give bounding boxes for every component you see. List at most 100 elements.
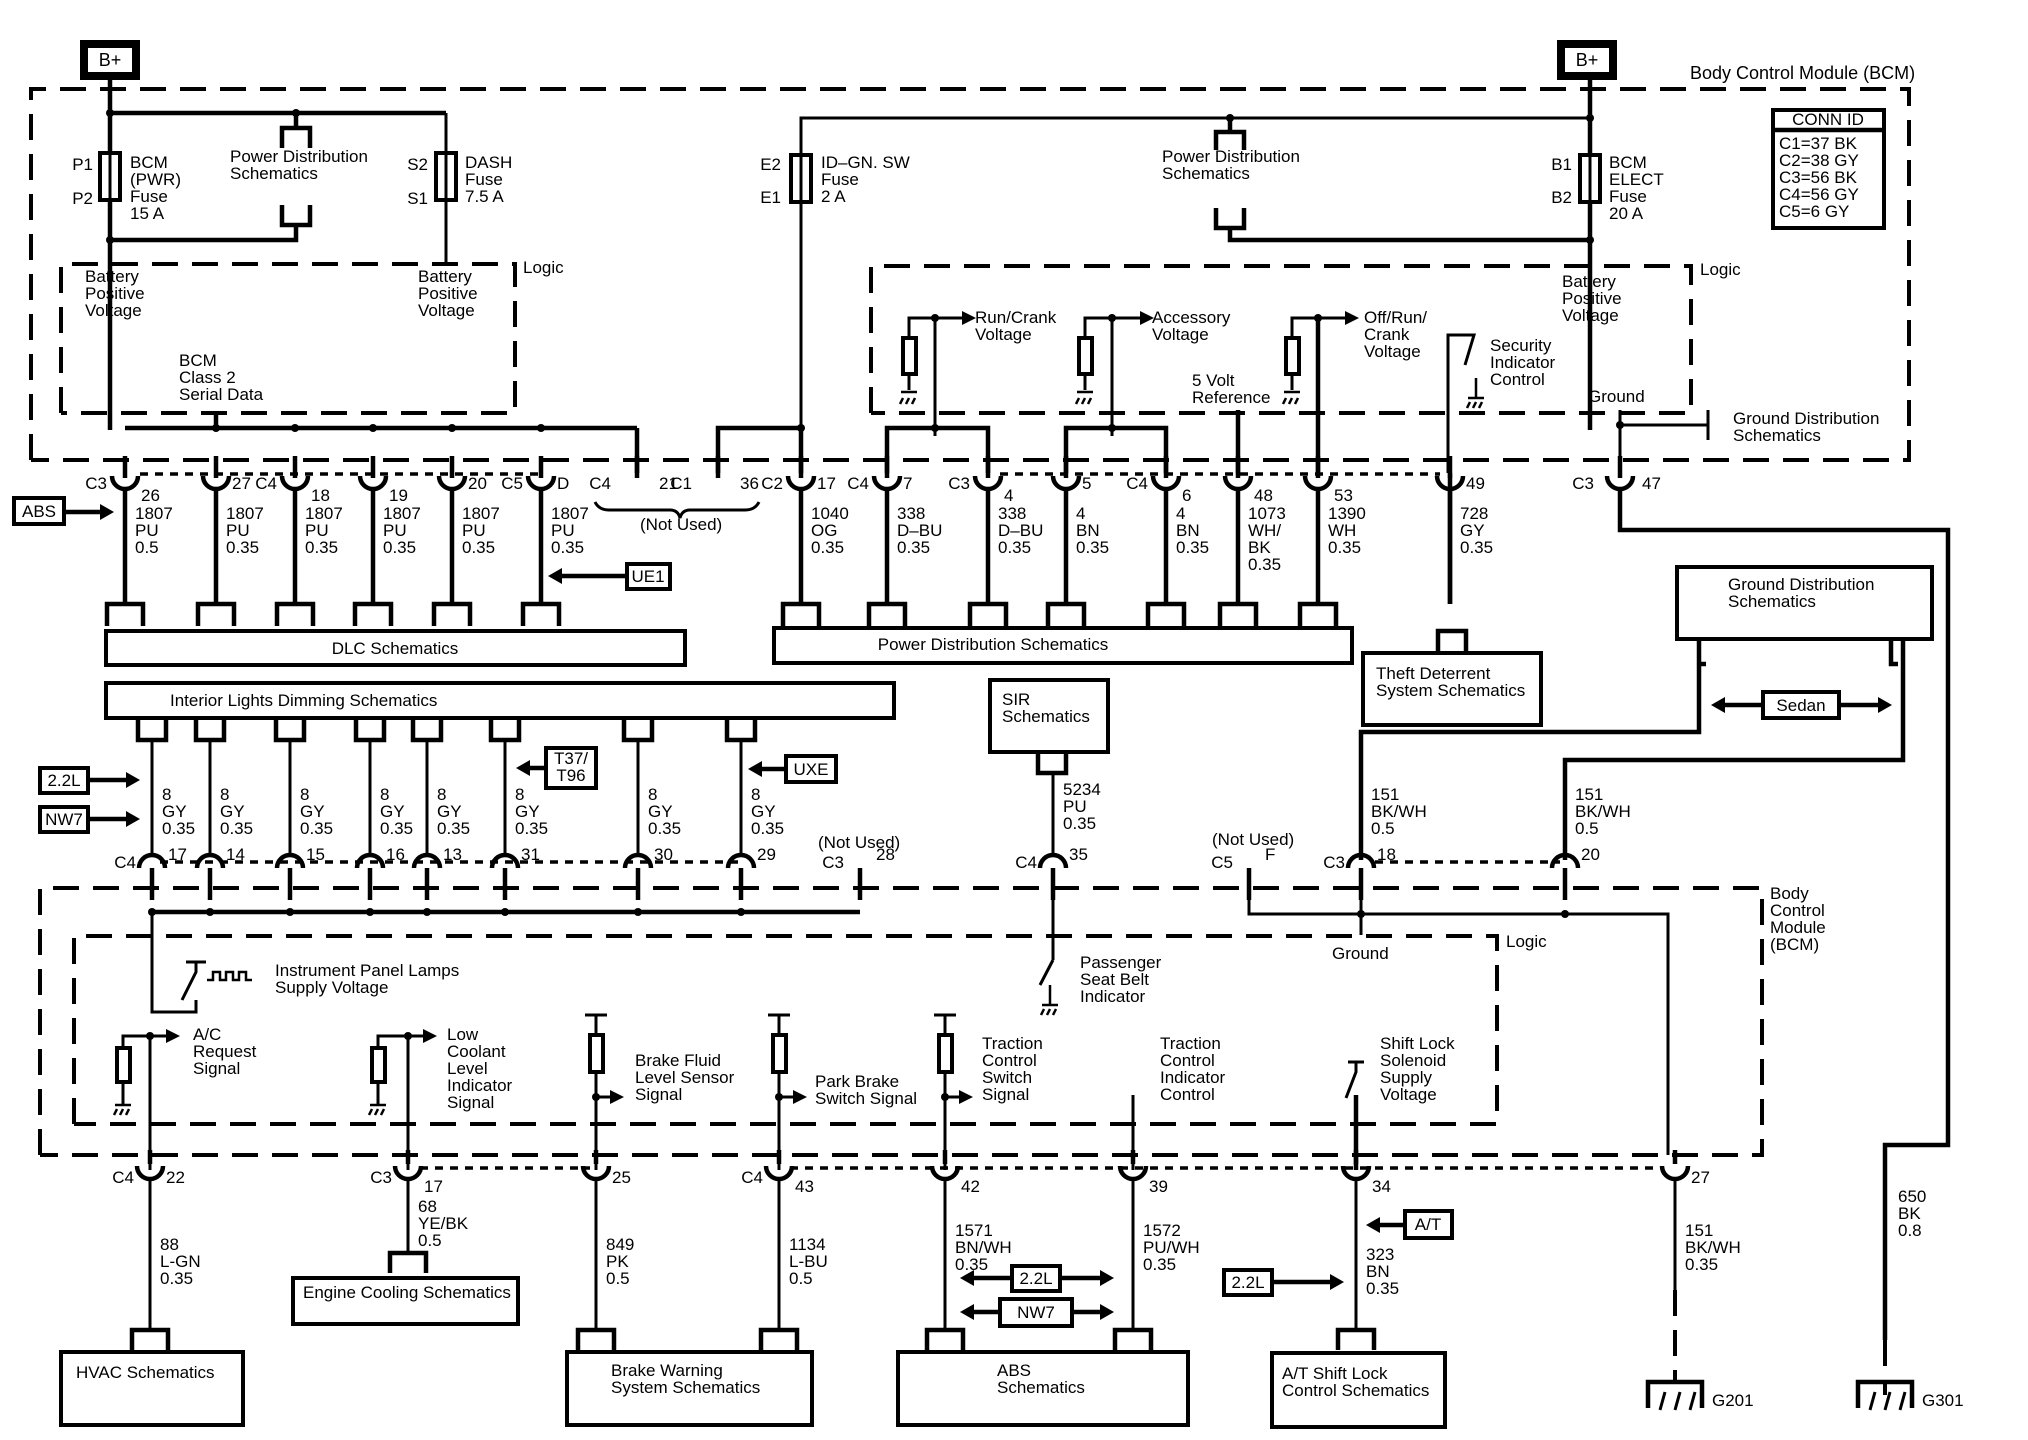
hvac-schematics-box[interactable]: HVAC Schematics [59,1350,245,1427]
connector-label: 0.35 [811,538,844,557]
connector-label: 0.35 [1328,538,1361,557]
connector-label: D [557,474,569,493]
connector-label: 0.35 [1685,1255,1718,1274]
svg-text:SIR: SIR [1002,690,1030,709]
connector-label: PU [551,521,575,540]
connector-label: PU [305,521,329,540]
svg-text:Logic: Logic [1700,260,1741,279]
svg-text:Schematics: Schematics [230,164,318,183]
connector-label: BK/WH [1575,802,1631,821]
connector-label: 42 [961,1177,980,1196]
fuse-bcm-pwr: P1 P2 BCM (PWR) Fuse 15 A [72,151,181,223]
connector-label: 20 [468,474,487,493]
connector-label: 0.35 [515,819,548,838]
connector-label: C4 [741,1168,763,1187]
connector-label: 151 [1371,785,1399,804]
connector-label: C4 [1015,853,1037,872]
connector-label: 26 [141,486,160,505]
connector-label: GY [648,802,673,821]
brake-warning-schematics-box[interactable]: Brake Warning System Schematics [565,1350,814,1427]
svg-text:Security: Security [1490,336,1552,355]
svg-text:C3=56 BK: C3=56 BK [1779,168,1858,187]
svg-text:Coolant: Coolant [447,1042,506,1061]
mating-connector [1045,601,1087,626]
connector-label: F [1265,845,1275,864]
abs-option-tag: ABS [12,496,114,526]
abs-schematics-box[interactable]: ABS Schematics [896,1350,1190,1427]
connector-label: 1390 [1328,504,1366,523]
engine-cooling-schematics-box[interactable]: Engine Cooling Schematics [291,1276,520,1326]
connector-label: 151 [1575,785,1603,804]
svg-text:G201: G201 [1712,1391,1754,1410]
svg-text:Interior Lights Dimming Schema: Interior Lights Dimming Schematics [170,691,437,710]
svg-text:Fuse: Fuse [130,187,168,206]
connector-label: 22 [166,1168,185,1187]
svg-text:Schematics: Schematics [1002,707,1090,726]
theft-deterrent-box[interactable]: Theft Deterrent System Schematics [1361,628,1543,727]
logic-box-bottom [72,934,1499,1126]
fuse-bcm-elect: B1 B2 BCM ELECT Fuse 20 A [1551,153,1664,223]
ground-dist-ref-top: Ground Distribution [1733,409,1879,428]
connector-label: 35 [1069,845,1088,864]
svg-text:20 A: 20 A [1609,204,1644,223]
power-dist-schematics-box[interactable]: Power Distribution Schematics [772,626,1354,665]
connector-label: 6 [1182,486,1191,505]
svg-text:Voltage: Voltage [418,301,475,320]
connector-label: 0.35 [897,538,930,557]
interior-lights-dimming-box[interactable]: Interior Lights Dimming Schematics [104,681,896,720]
svg-text:P1: P1 [72,155,93,174]
svg-text:Sedan: Sedan [1776,696,1825,715]
svg-text:Level Sensor: Level Sensor [635,1068,735,1087]
svg-text:Power Distribution Schematics: Power Distribution Schematics [878,635,1109,654]
svg-text:Positive: Positive [85,284,145,303]
svg-text:P2: P2 [72,189,93,208]
svg-text:UXE: UXE [794,760,829,779]
connector-label: C4 [114,853,136,872]
connector-label: C4 [589,474,611,493]
mating-connector [129,1327,171,1350]
connector-label: 1807 [462,504,500,523]
svg-text:Schematics: Schematics [1733,426,1821,445]
connector-label: C5 [501,474,523,493]
svg-text:Battery: Battery [1562,272,1616,291]
sir-schematics-box[interactable]: SIR Schematics [988,678,1110,776]
svg-text:C5=6 GY: C5=6 GY [1779,202,1849,221]
connector-label: 19 [389,486,408,505]
shift-lock-schematics-box[interactable]: A/T Shift Lock Control Schematics [1270,1351,1447,1429]
svg-text:Indicator: Indicator [1080,987,1146,1006]
run-crank-output: Run/Crank Voltage [898,308,1057,436]
svg-text:S2: S2 [407,155,428,174]
dlc-schematics-box[interactable]: DLC Schematics [104,629,687,667]
connector-label: 338 [897,504,925,523]
connector-label: 5234 [1063,780,1101,799]
connector-label: PU/WH [1143,1238,1200,1257]
connector-label: 0.35 [160,1269,193,1288]
svg-text:Control Schematics: Control Schematics [1282,1381,1429,1400]
mating-connector [1335,1327,1377,1350]
svg-text:B+: B+ [1576,50,1599,70]
connector-label: D–BU [998,521,1043,540]
l22-option-tag-mid: 2.2L [38,766,140,795]
top-connector-row: C3261807PU0.5271807PU0.35C4181807PU0.351… [85,456,1661,626]
connector-label: 0.35 [1143,1255,1176,1274]
ground-dist-schematics-box[interactable]: Ground Distribution Schematics [1675,565,1934,641]
connector-label: 43 [795,1177,814,1196]
connector-label: 0.35 [437,819,470,838]
svg-text:BCM: BCM [130,153,168,172]
sedan-option-tag: Sedan [1711,690,1892,720]
connector-label: 34 [1372,1177,1391,1196]
connector-label: GY [751,802,776,821]
mating-connector [431,601,473,626]
not-used-brace: (Not Used) [593,501,761,534]
bcm-boundary-bottom [38,886,1764,1157]
connector-label: 16 [386,845,405,864]
